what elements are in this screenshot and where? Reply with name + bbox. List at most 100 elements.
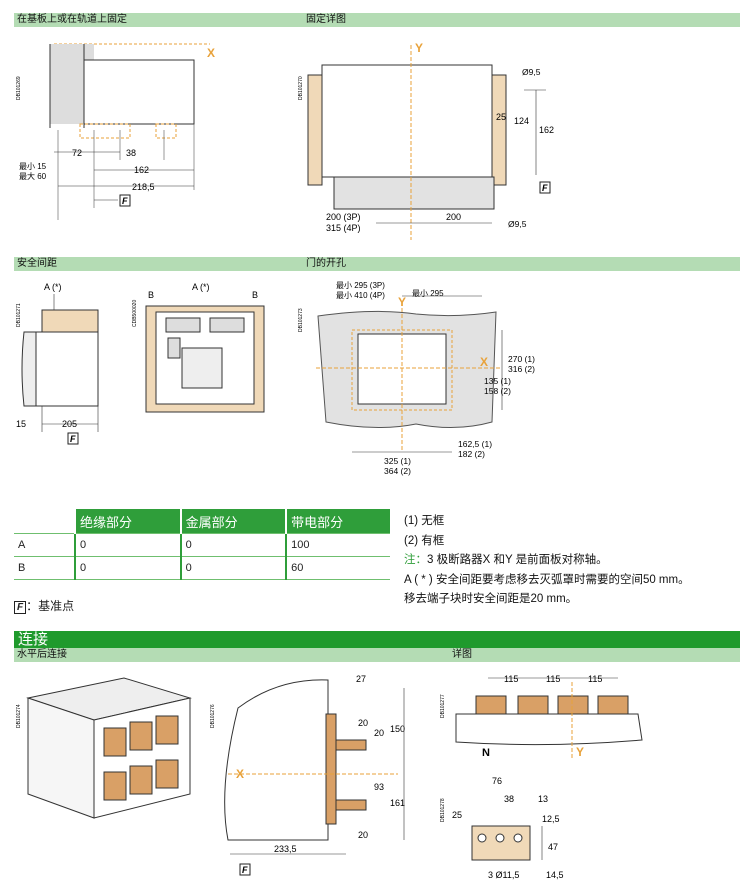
dim-325: 325 (1) — [384, 456, 411, 466]
clearance-front-figure: CDB500020 B A (*) B — [132, 282, 265, 413]
dim-38: 38 — [504, 794, 514, 804]
table-cell: A — [14, 533, 75, 557]
table-row: A 0 0 100 — [14, 533, 390, 557]
clearance-side-figure: DB101271 A (*) 15 205 F — [16, 282, 99, 445]
table-cell: 100 — [285, 533, 390, 557]
dim-20c: 20 — [358, 830, 368, 840]
dim-162: 162 — [539, 125, 554, 135]
dim-218: 218,5 — [132, 182, 155, 192]
dim-270: 270 (1) — [508, 354, 535, 364]
dim-200: 200 — [446, 212, 461, 222]
dim-124: 124 — [514, 116, 529, 126]
section-title-mount: 在基板上或在轨道上固定 — [17, 14, 127, 25]
x-axis-label: X — [236, 767, 244, 781]
section-bar-clearance: 安全间距 门的开孔 — [14, 257, 740, 271]
dim-phi-top: Ø9,5 — [522, 67, 541, 77]
terminal-detail-figure: DB101277 115 115 115 N Y — [440, 674, 643, 759]
drawing-code: DB101278 — [440, 798, 446, 822]
dim-47: 47 — [548, 842, 558, 852]
neutral-label: N — [482, 747, 490, 759]
dim-20a: 20 — [358, 718, 368, 728]
section-title-clearance: 安全间距 — [17, 258, 57, 269]
table-cell: 0 — [179, 556, 287, 580]
drawing-code: DB101271 — [16, 303, 22, 327]
table-cell: 0 — [74, 533, 181, 557]
dim-25: 25 — [496, 112, 506, 122]
dim-25: 25 — [452, 810, 462, 820]
y-axis-label: Y — [576, 745, 584, 759]
dim-20b: 20 — [374, 728, 384, 738]
reference-text: ：基准点 — [26, 599, 75, 613]
clearance-b-right: B — [252, 290, 258, 300]
dim-205: 205 — [62, 419, 77, 429]
drawing-code: DB101276 — [210, 704, 216, 728]
dim-316: 316 (2) — [508, 364, 535, 374]
dim-27: 27 — [356, 674, 366, 684]
table-cell: B — [14, 556, 75, 580]
table-header-row: 绝缘部分 金属部分 带电部分 — [14, 509, 390, 534]
section-title-detail2: 详图 — [452, 649, 472, 660]
reference-f: F — [542, 183, 548, 193]
note-3-text: 3 极断路器X 和Y 是前面板对称轴。 — [427, 554, 608, 566]
section-bar-mount: 在基板上或在轨道上固定 固定详图 — [14, 13, 740, 27]
dim-182: 182 (2) — [458, 449, 485, 459]
dim-161: 161 — [390, 798, 405, 808]
connection-header: 连接 — [14, 631, 740, 648]
dim-min410-4p: 最小 410 (4P) — [336, 291, 385, 300]
table-header-cell — [14, 509, 75, 534]
table-cell: 60 — [285, 556, 390, 580]
rear-connection-iso-figure: DB101274 — [16, 677, 192, 819]
drawing-code: DB101274 — [16, 704, 22, 728]
holes-diameter: 3 Ø11,5 — [488, 870, 519, 880]
dim-38: 38 — [126, 148, 136, 158]
reference-f: F — [122, 196, 128, 206]
fixing-detail-figure: DB101270 Y Ø9,5 25 124 162 F 200 (3P) 31… — [298, 41, 554, 240]
rear-connection-side-figure: DB101276 X 27 20 20 150 93 161 20 233,5 … — [210, 674, 405, 876]
drawing-code: DB101269 — [16, 76, 22, 100]
dim-233: 233,5 — [274, 844, 297, 854]
clearance-b-left: B — [148, 290, 154, 300]
terminal-drilling-figure: DB101278 76 38 13 25 12,5 47 3 Ø11,5 14,… — [440, 776, 564, 880]
dim-max60: 最大 60 — [19, 171, 47, 181]
reference-f: F — [242, 865, 248, 875]
table-header-cell: 带电部分 — [285, 509, 390, 534]
y-axis-label: Y — [398, 295, 406, 309]
dim-200-3p: 200 (3P) — [326, 212, 361, 222]
section-title-door: 门的开孔 — [306, 258, 346, 269]
dim-min15: 最小 15 — [19, 162, 47, 171]
dim-76: 76 — [492, 776, 502, 786]
drawing-code: DB101270 — [298, 76, 304, 100]
dim-93: 93 — [374, 782, 384, 792]
reference-f-box: F — [14, 601, 27, 614]
dim-115c: 115 — [588, 674, 602, 684]
table-row: B 0 0 60 — [14, 556, 390, 580]
dim-72: 72 — [72, 148, 82, 158]
section-bar-rear: 水平后连接 详图 — [14, 648, 740, 662]
door-cutout-figure: DB101273 最小 295 (3P) 最小 410 (4P) 最小 295 … — [298, 281, 535, 476]
dim-115a: 115 — [504, 674, 518, 684]
table-cell: 0 — [74, 556, 181, 580]
clearance-table: 绝缘部分 金属部分 带电部分 A 0 0 100 B 0 0 60 — [14, 509, 390, 580]
x-axis-label: X — [207, 46, 215, 60]
note-1: (1) 无框 — [404, 515, 445, 527]
table-header-cell: 金属部分 — [179, 509, 287, 534]
dim-15: 15 — [16, 419, 26, 429]
dim-162: 162 — [134, 165, 149, 175]
section-title-rear: 水平后连接 — [17, 649, 67, 660]
note-4: A ( * ) 安全间距要考虑移去灭弧罩时需要的空间50 mm。 — [404, 573, 690, 586]
drawing-code: CDB500020 — [132, 300, 138, 327]
note-2: (2) 有框 — [404, 534, 445, 547]
dim-12-5: 12,5 — [542, 814, 560, 824]
clearance-a-label: A (*) — [192, 282, 210, 292]
dim-min295: 最小 295 — [412, 289, 444, 298]
y-axis-label: Y — [415, 41, 423, 55]
drawing-code: DB101277 — [440, 694, 446, 718]
note-3: 注：3 极断路器X 和Y 是前面板对称轴。 — [404, 551, 744, 571]
dim-13: 13 — [538, 794, 548, 804]
reference-f: F — [70, 434, 76, 444]
dim-phi-bottom: Ø9,5 — [508, 219, 527, 229]
table-cell: 0 — [179, 533, 287, 557]
note-3-prefix: 注： — [404, 554, 427, 566]
section-title-detail: 固定详图 — [306, 14, 346, 25]
clearance-a-label: A (*) — [44, 282, 62, 292]
